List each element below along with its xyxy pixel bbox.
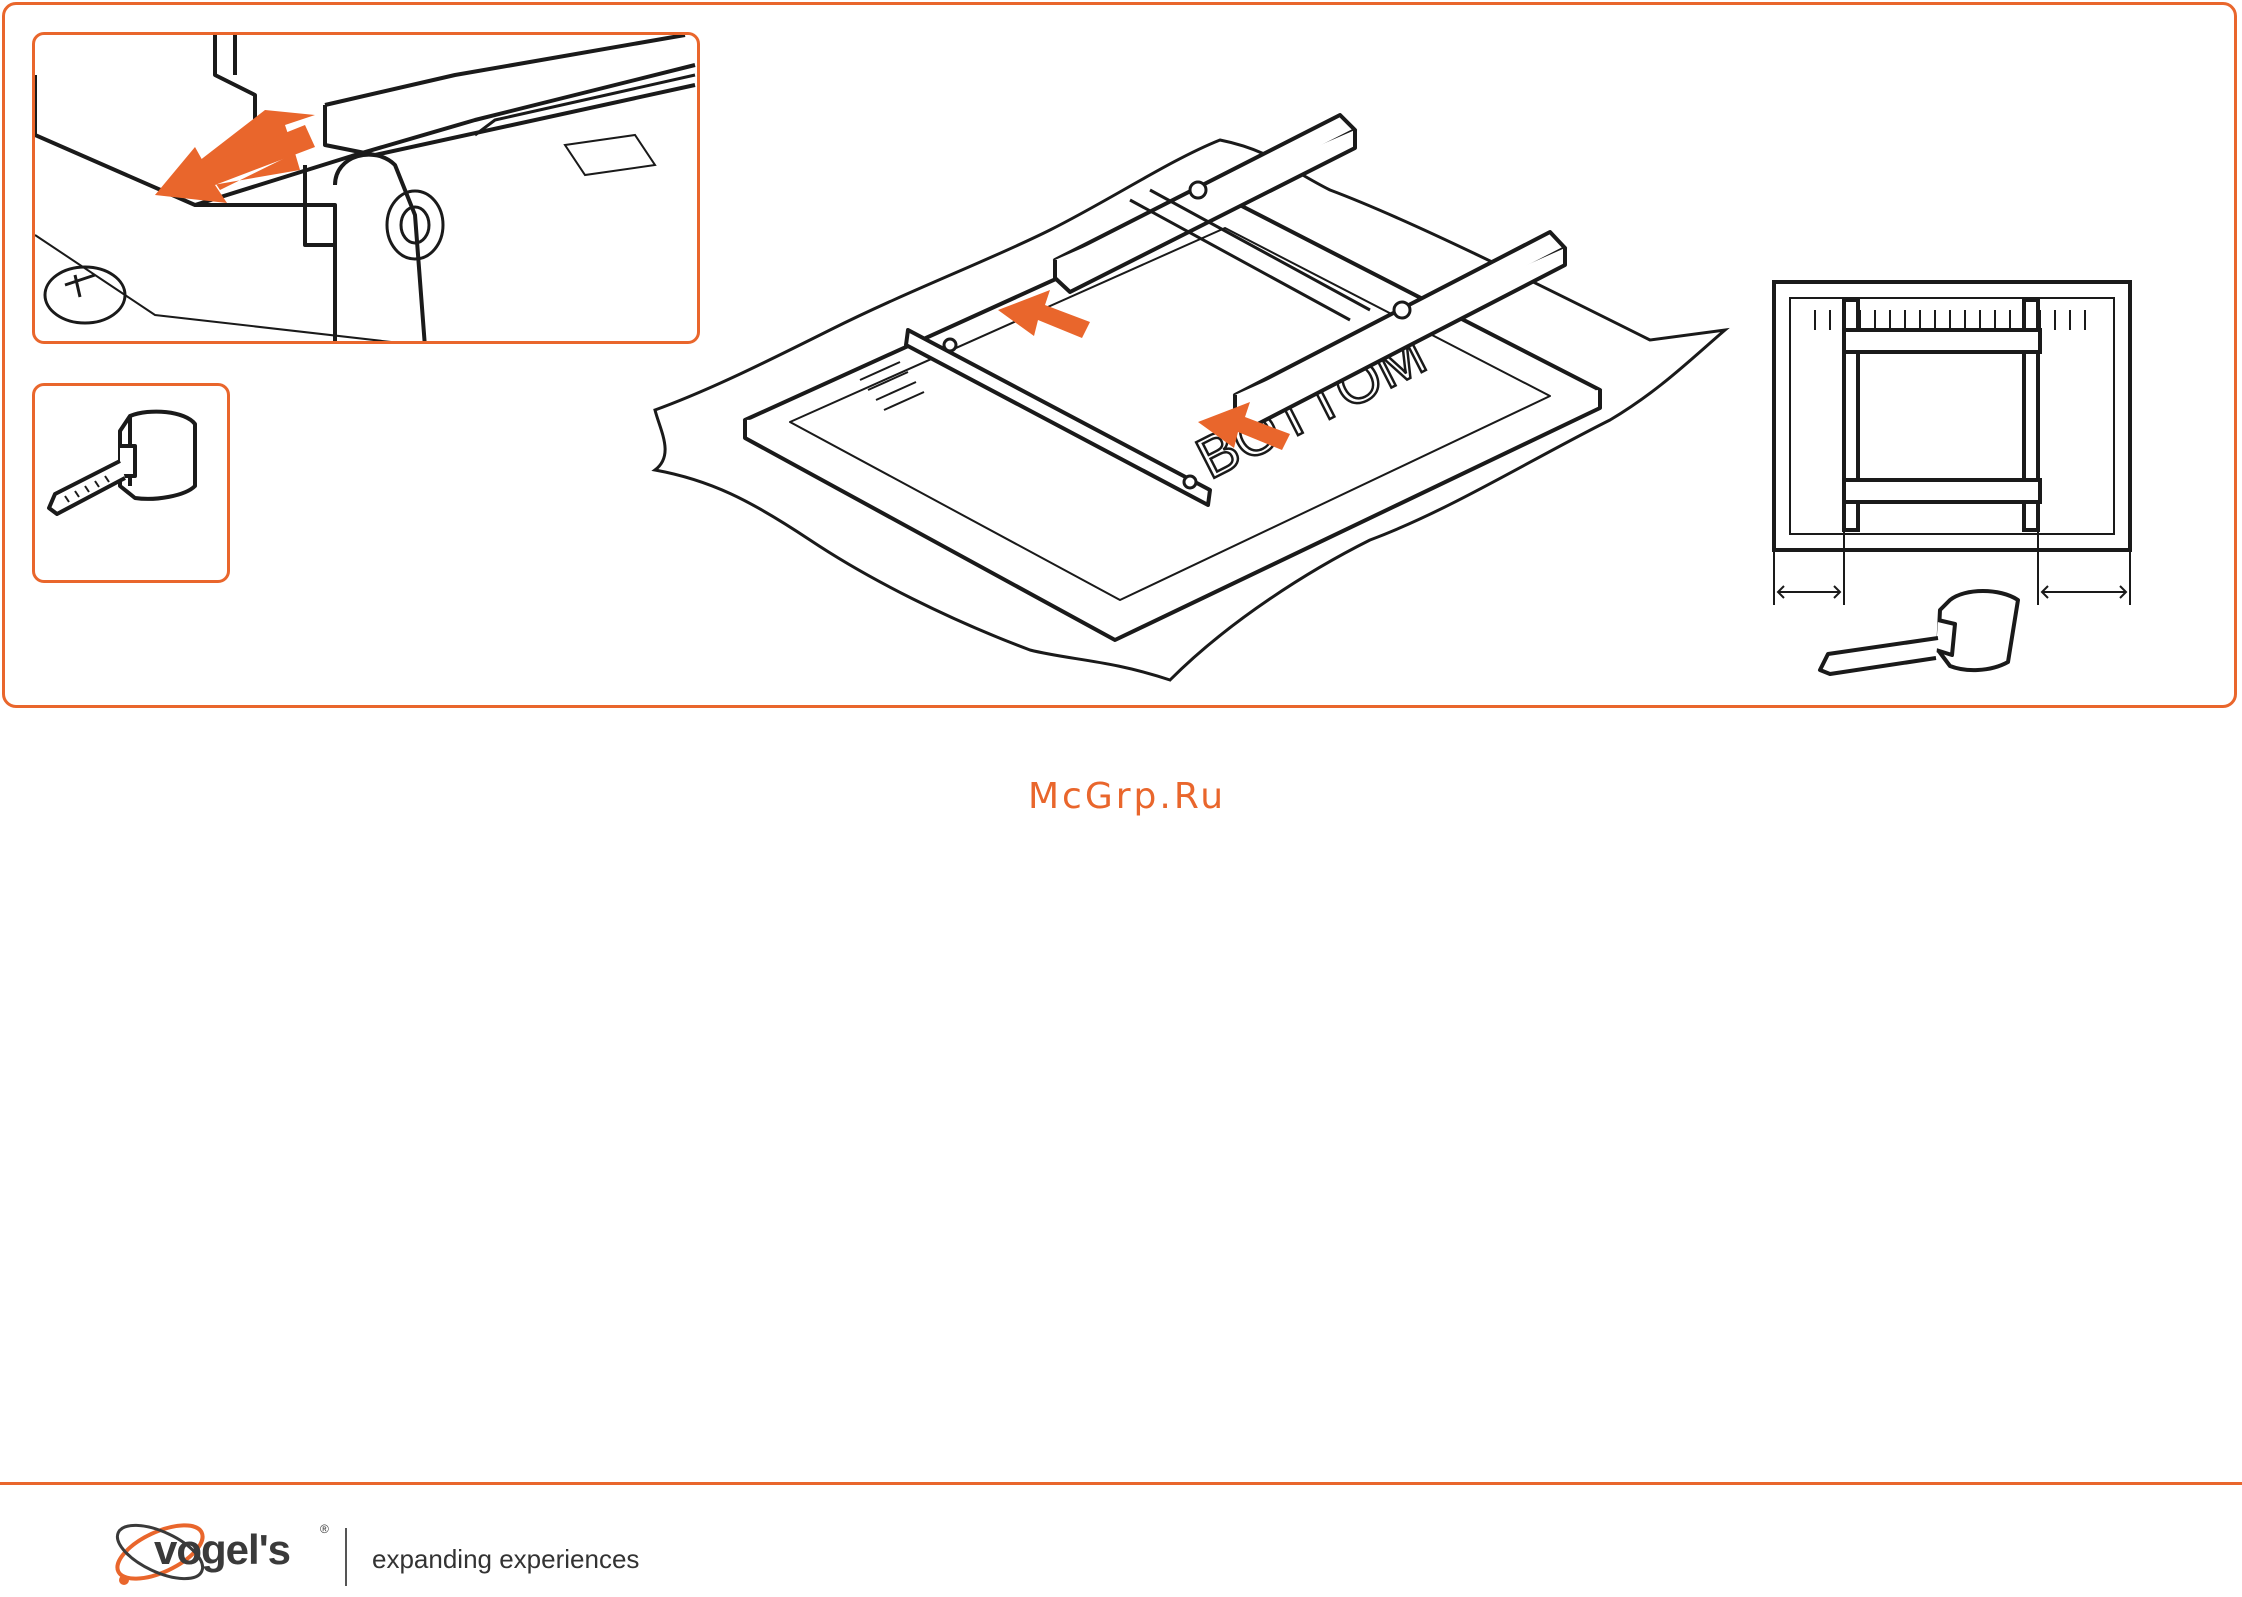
tape-measure-icon [1820,591,2018,674]
logo-wordmark: vogel's [154,1526,290,1574]
main-illustration: BOTTOM [650,60,1730,700]
watermark: McGrp.Ru [1028,776,1226,817]
closeup-illustration [35,35,700,344]
registered-mark: ® [320,1522,329,1536]
tape-measure-inset [32,383,230,583]
vogels-logo: vogel's ® [110,1512,340,1596]
measurement-illustration [1760,270,2140,690]
tape-measure-icon [35,386,230,583]
logo-separator [345,1528,347,1586]
tagline: expanding experiences [372,1544,639,1575]
footer-rule [0,1482,2242,1485]
closeup-inset [32,32,700,344]
